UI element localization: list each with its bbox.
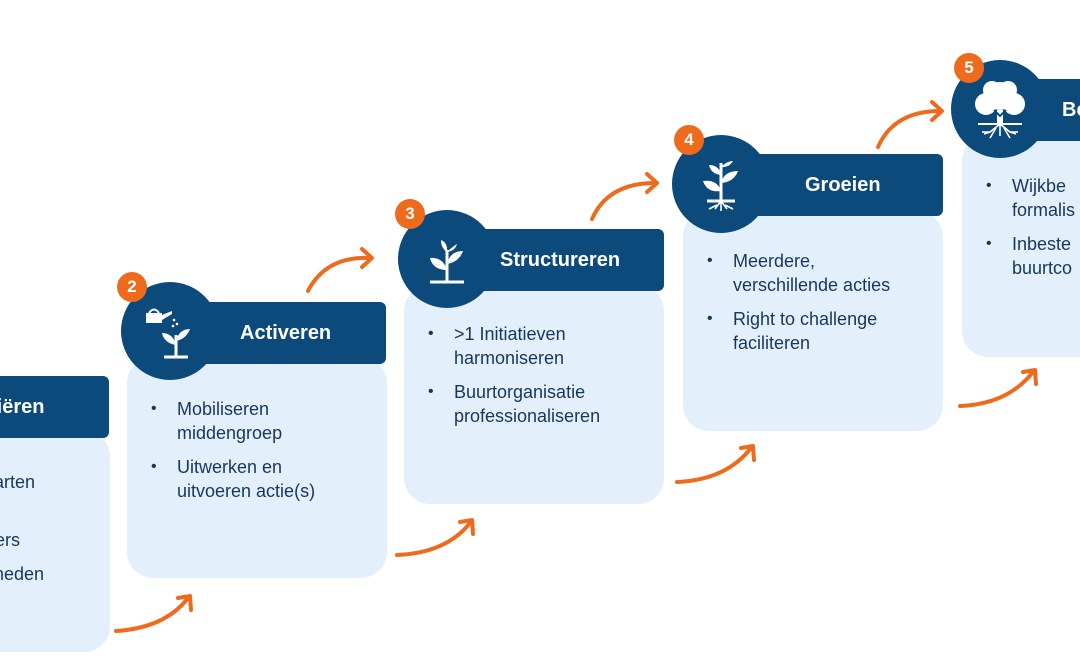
arrow-bottom-step4-head — [1021, 368, 1038, 386]
arrow-bottom-step2-head — [458, 518, 475, 536]
step-5-bullet-2: Inbeste buurtco — [982, 232, 1080, 280]
step-5-bullet-1: Wijkbe formalis — [982, 174, 1080, 222]
step-1-bullets: starten bij mers smeden — [0, 470, 120, 596]
step-2-bullet-2: Uitwerken en uitvoeren actie(s) — [147, 455, 377, 503]
step-3-bullet-2: Buurtorganisatie professionaliseren — [424, 380, 659, 428]
tree-icon — [975, 81, 1025, 139]
step-1-header: tiëren — [0, 376, 109, 438]
step-5-badge: 5 — [954, 53, 984, 83]
arrow-top-step3-head — [645, 172, 659, 194]
step-2-bullets: Mobiliseren middengroep Uitwerken en uit… — [147, 397, 377, 513]
step-1-bullet-1: starten — [0, 470, 120, 494]
step-4-title: Groeien — [805, 173, 881, 196]
step-2-bullet-1: Mobiliseren middengroep — [147, 397, 377, 445]
step-1-bullet-2: bij mers — [0, 504, 120, 552]
arrow-bottom-step1-head — [176, 594, 193, 612]
step-3-title: Structureren — [500, 248, 621, 271]
step-2-badge: 2 — [117, 272, 147, 302]
arrow-top-step4-head — [930, 100, 944, 122]
arrow-bottom-step3-head — [739, 444, 756, 462]
arrow-top-step2-head — [360, 247, 374, 269]
step-1-bullet-3: smeden — [0, 562, 120, 586]
step-4-bullets: Meerdere, verschillende acties Right to … — [703, 249, 938, 365]
step-5-card: Wijkbe formalis Inbeste buurtco — [962, 135, 1080, 357]
arrow-top-step2 — [306, 255, 372, 293]
arrow-bottom-step3 — [675, 446, 753, 484]
step-4-badge: 4 — [674, 125, 704, 155]
step-1-title: tiëren — [0, 395, 45, 418]
step-4-bullet-1: Meerdere, verschillende acties — [703, 249, 938, 297]
step-2-card: Mobiliseren middengroep Uitwerken en uit… — [127, 357, 387, 578]
step-5-icon-circle — [951, 60, 1049, 158]
step-4-card: Meerdere, verschillende acties Right to … — [683, 211, 943, 431]
arrow-bottom-step4 — [958, 370, 1035, 408]
step-3-badge: 3 — [395, 199, 425, 229]
step-4-bullet-2: Right to challenge faciliteren — [703, 307, 938, 355]
arrow-top-step3 — [590, 181, 657, 221]
watering-can-plant-icon — [146, 308, 190, 359]
step-5-title: Be — [1062, 98, 1080, 121]
step-5-bullets: Wijkbe formalis Inbeste buurtco — [982, 174, 1080, 290]
step-2-title: Activeren — [240, 321, 332, 344]
growing-plant-icon — [703, 161, 738, 211]
step-3-bullet-1: >1 Initiatieven harmoniseren — [424, 322, 659, 370]
arrow-bottom-step2 — [395, 521, 472, 557]
step-1-card: starten bij mers smeden — [0, 430, 110, 652]
arrow-top-step4 — [876, 109, 942, 149]
step-3-card: >1 Initiatieven harmoniseren Buurtorgani… — [404, 285, 664, 504]
step-3-bullets: >1 Initiatieven harmoniseren Buurtorgani… — [424, 322, 659, 438]
arrow-bottom-step1 — [114, 596, 190, 633]
sprout-icon — [430, 240, 464, 284]
